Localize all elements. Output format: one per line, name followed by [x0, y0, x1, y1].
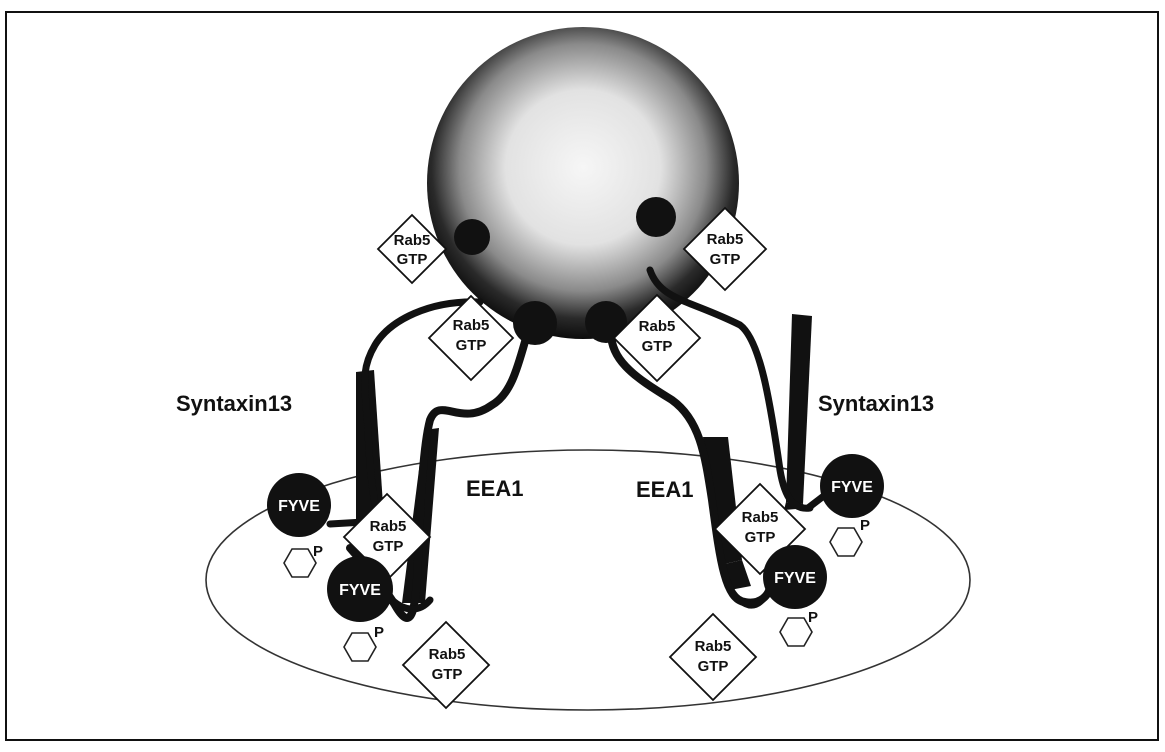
rab5-label: Rab5 — [695, 638, 732, 655]
syntaxin13-label-right: Syntaxin13 — [818, 391, 934, 416]
rab5-label: Rab5 — [639, 318, 676, 335]
fyve-label: FYVE — [774, 570, 816, 587]
gtp-label: GTP — [397, 251, 428, 268]
phosphate-label: P — [860, 517, 870, 534]
gtp-label: GTP — [373, 538, 404, 555]
eea1-label-left: EEA1 — [466, 476, 523, 501]
gtp-label: GTP — [745, 529, 776, 546]
phosphate-label: P — [313, 543, 323, 560]
eea1-bars — [402, 428, 751, 603]
eea1-label-right: EEA1 — [636, 477, 693, 502]
fyve-label: FYVE — [278, 498, 320, 515]
fyve-label: FYVE — [339, 582, 381, 599]
fyve-left-lower: FYVE — [327, 556, 393, 622]
gtp-label: GTP — [642, 338, 673, 355]
pi3p-right-lower: P — [780, 609, 818, 646]
pi3p-left-upper: P — [284, 543, 323, 577]
pi3p-right-upper: P — [830, 517, 870, 556]
fyve-right-upper: FYVE — [820, 454, 884, 518]
gtp-label: GTP — [698, 658, 729, 675]
gtp-label: GTP — [456, 337, 487, 354]
rab5-gtp-membrane-left-lower: Rab5 GTP — [403, 622, 489, 708]
phosphate-label: P — [808, 609, 818, 626]
rab5-label: Rab5 — [707, 231, 744, 248]
fyve-label: FYVE — [831, 479, 873, 496]
pi3p-left-lower: P — [344, 624, 384, 661]
fyve-right-lower: FYVE — [763, 545, 827, 609]
syntaxin13-label-left: Syntaxin13 — [176, 391, 292, 416]
rab5-label: Rab5 — [394, 232, 431, 249]
fyve-left-upper: FYVE — [267, 473, 331, 537]
rab5-label: Rab5 — [370, 518, 407, 535]
phosphate-label: P — [374, 624, 384, 641]
vesicle — [427, 27, 739, 339]
rab5-gtp-membrane-right-lower: Rab5 GTP — [670, 614, 756, 700]
gtp-label: GTP — [710, 251, 741, 268]
rab5-label: Rab5 — [742, 509, 779, 526]
rab5-label: Rab5 — [453, 317, 490, 334]
gtp-label: GTP — [432, 666, 463, 683]
rab5-label: Rab5 — [429, 646, 466, 663]
